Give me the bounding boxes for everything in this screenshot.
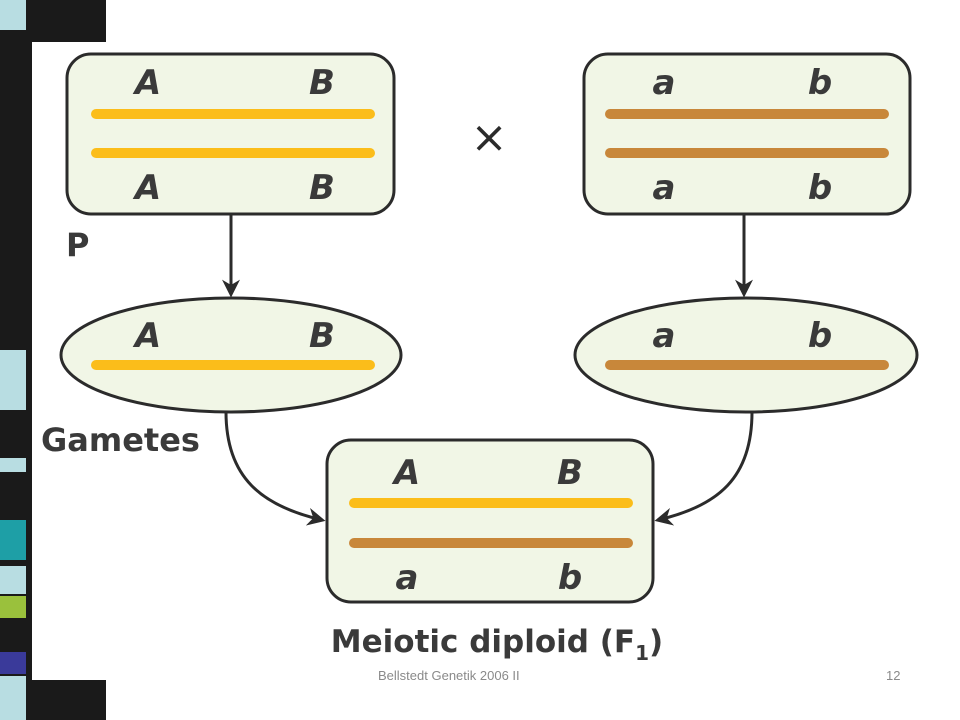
offspring-allele-top-2: B [557, 453, 583, 493]
arrow-gamete-left-to-offspring [224, 411, 326, 526]
offspring-caption-close: ) [649, 624, 663, 660]
generation-label-p: P [66, 226, 89, 264]
parent-left-box [65, 52, 396, 216]
cross-symbol: × [471, 112, 508, 163]
offspring-caption-main: Meiotic diploid (F [331, 624, 635, 660]
parent-left-allele-top-1: A [132, 63, 161, 103]
offspring-caption: Meiotic diploid (F1) [331, 624, 663, 665]
gamete-right-allele-2: b [808, 316, 832, 356]
parent-left-allele-top-2: B [309, 63, 335, 103]
gamete-right-allele-1: a [653, 316, 676, 356]
parent-left-allele-bottom-1: A [132, 168, 161, 208]
parent-right-box [582, 52, 912, 216]
gamete-left-allele-1: A [132, 316, 161, 356]
parent-left-allele-bottom-2: B [309, 168, 335, 208]
parent-right-allele-bottom-1: a [653, 168, 676, 208]
parent-right-allele-top-2: b [808, 63, 832, 103]
edge-stripe [0, 596, 26, 618]
gamete-right-ellipse [573, 296, 919, 414]
footer-page-number: 12 [886, 668, 901, 683]
edge-stripe [0, 520, 26, 560]
gamete-left-ellipse [59, 296, 403, 414]
offspring-allele-bottom-1: a [396, 558, 419, 598]
edge-stripe [0, 566, 26, 594]
gamete-left-allele-2: B [309, 316, 335, 356]
edge-stripe [0, 652, 26, 674]
offspring-allele-top-1: A [391, 453, 420, 493]
footer-source: Bellstedt Genetik 2006 II [378, 668, 520, 683]
edge-stripe [0, 676, 26, 720]
edge-stripe [0, 458, 26, 472]
parent-right-allele-bottom-2: b [808, 168, 832, 208]
gametes-label: Gametes [41, 421, 200, 459]
offspring-caption-subscript: 1 [635, 641, 649, 665]
arrow-gamete-right-to-offspring [654, 411, 754, 526]
offspring-allele-bottom-2: b [558, 558, 582, 598]
edge-stripe [0, 0, 26, 30]
parent-right-allele-top-1: a [653, 63, 676, 103]
offspring-box [325, 438, 655, 604]
edge-stripe [0, 350, 26, 410]
